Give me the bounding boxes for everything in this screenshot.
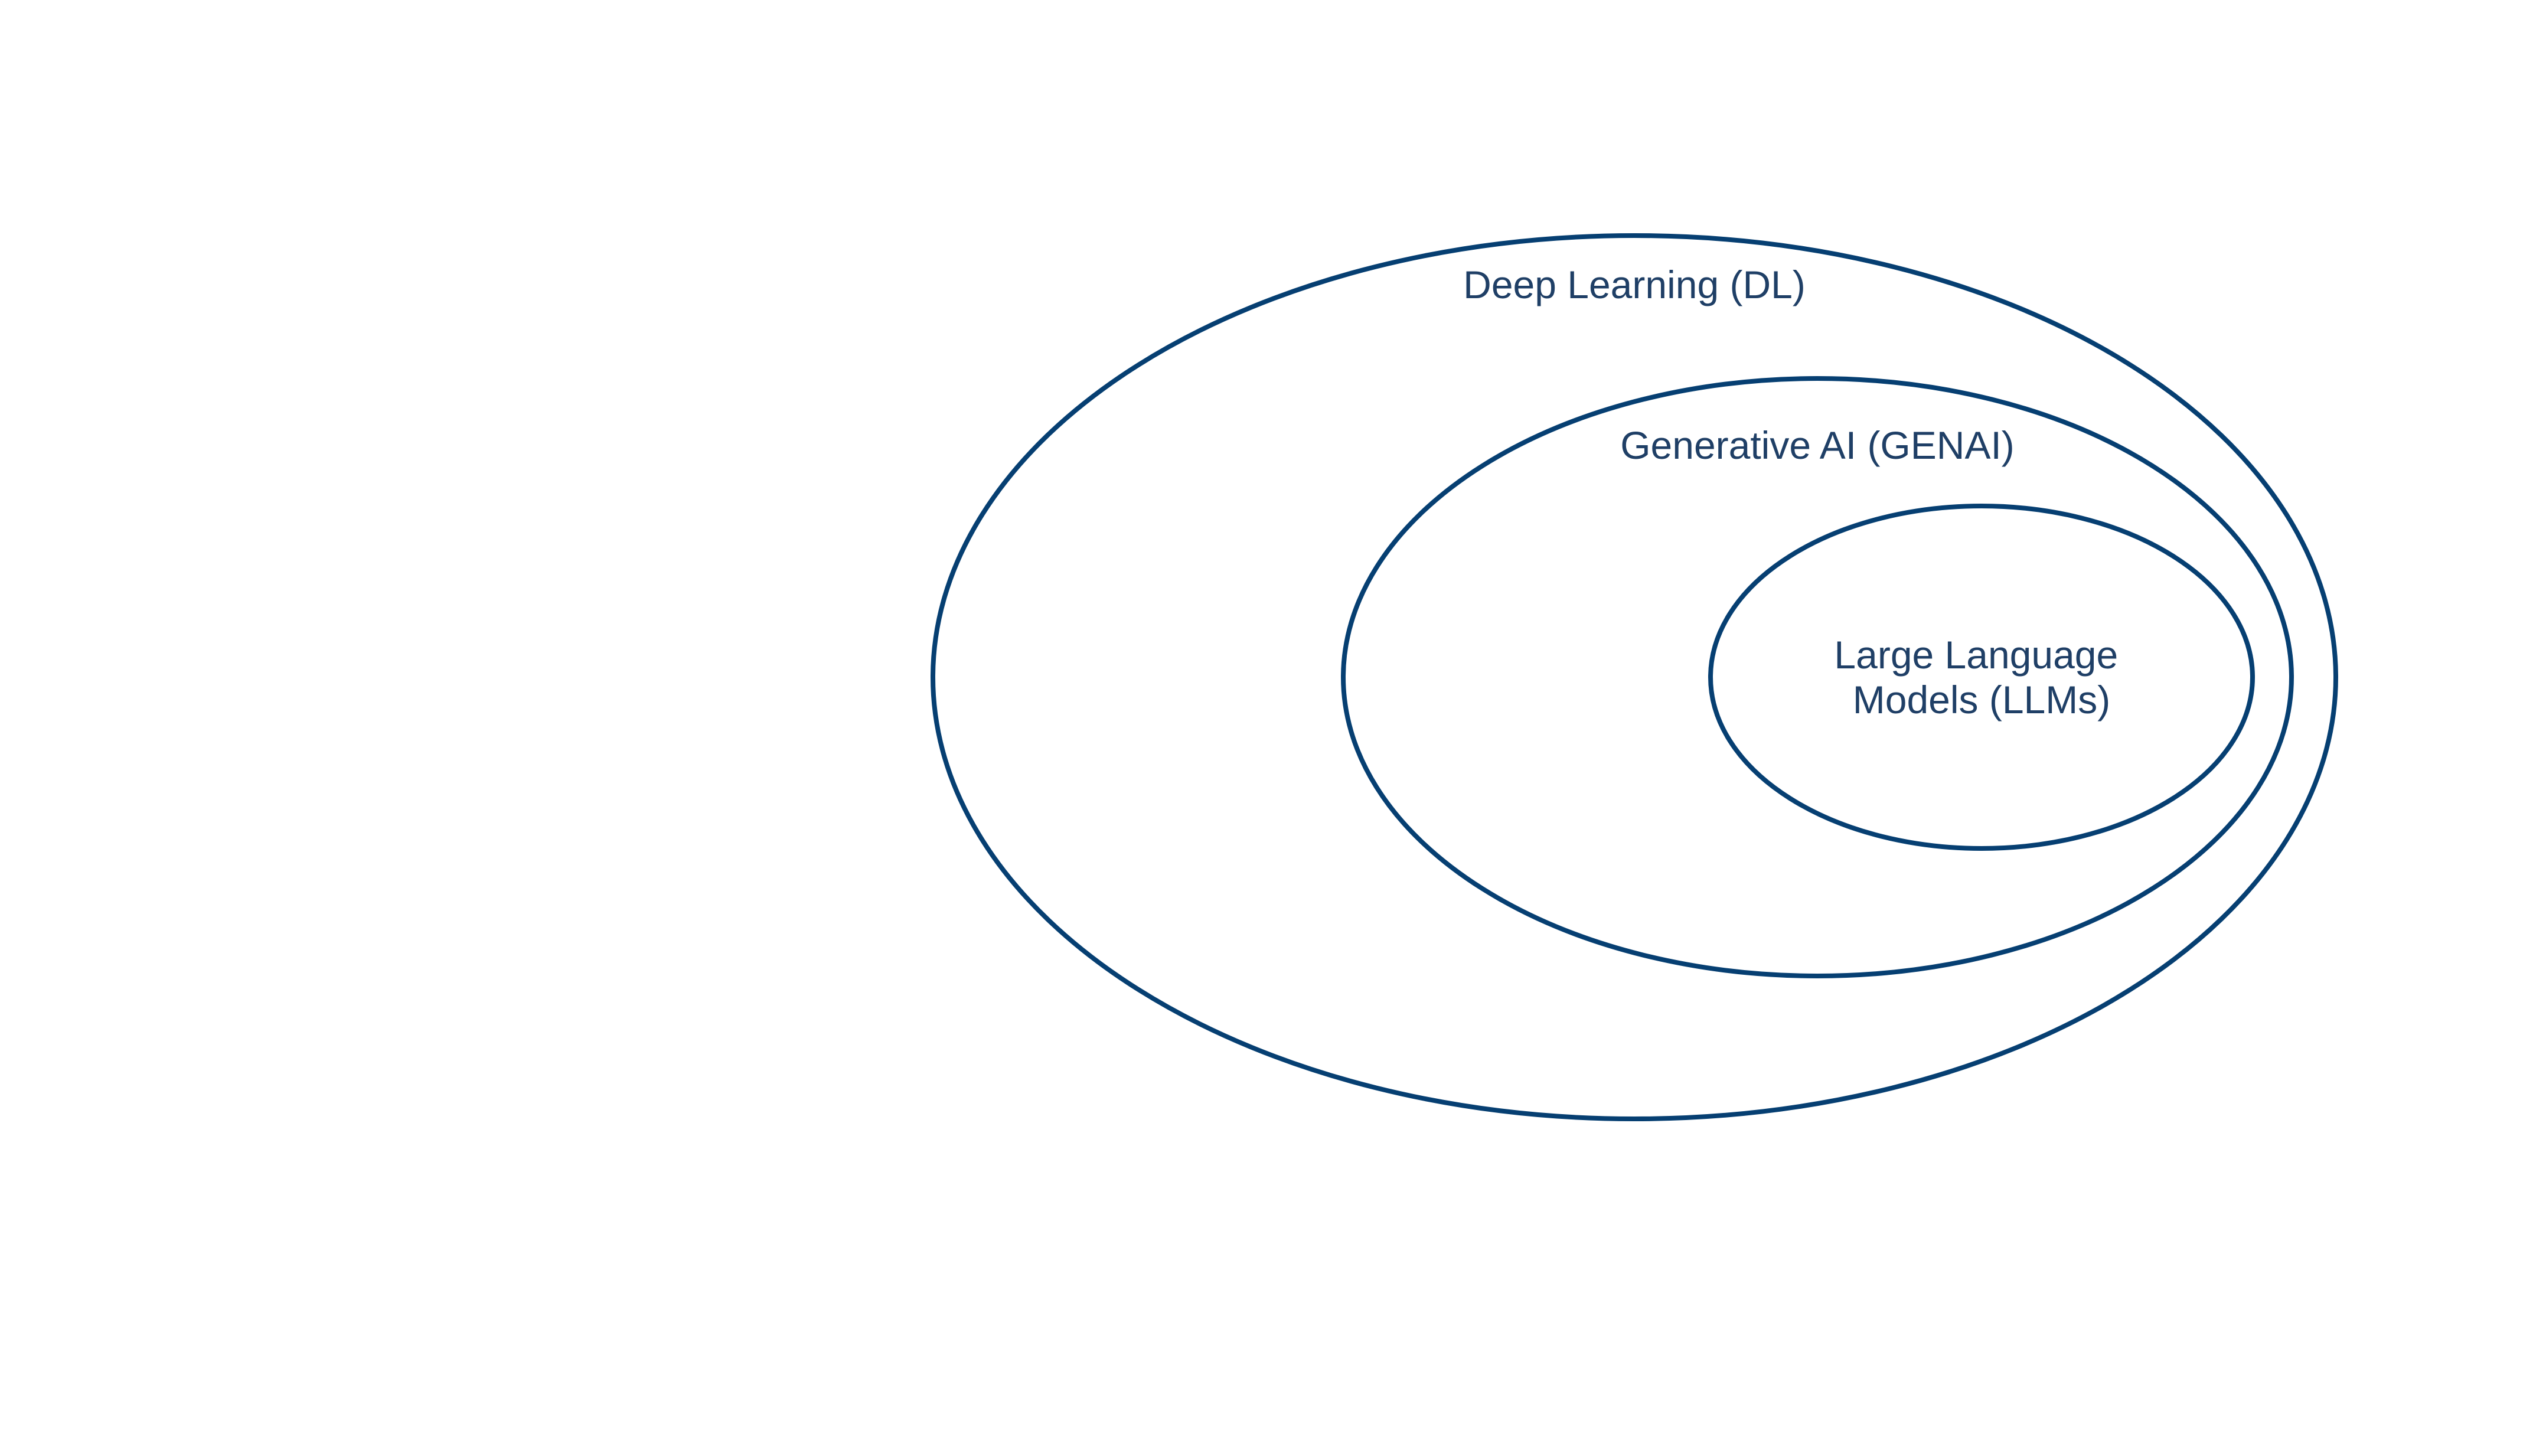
generative-ai-set: Generative AI (GENAI) — [1341, 376, 2294, 978]
deep-learning-label: Deep Learning (DL) — [1463, 263, 1806, 306]
llm-label: Large Language Models (LLMs) — [1834, 633, 2129, 722]
llm-ellipse — [1708, 504, 2255, 851]
generative-ai-label: Generative AI (GENAI) — [1620, 423, 2015, 467]
generative-ai-ellipse — [1341, 376, 2294, 978]
llm-label-line-2: Models (LLMs) — [1853, 678, 2110, 722]
llm-set: Large Language Models (LLMs) — [1708, 504, 2255, 851]
llm-label-line-1: Large Language — [1834, 633, 2118, 677]
deep-learning-set: Deep Learning (DL) — [931, 233, 2338, 1121]
deep-learning-ellipse — [931, 233, 2338, 1121]
